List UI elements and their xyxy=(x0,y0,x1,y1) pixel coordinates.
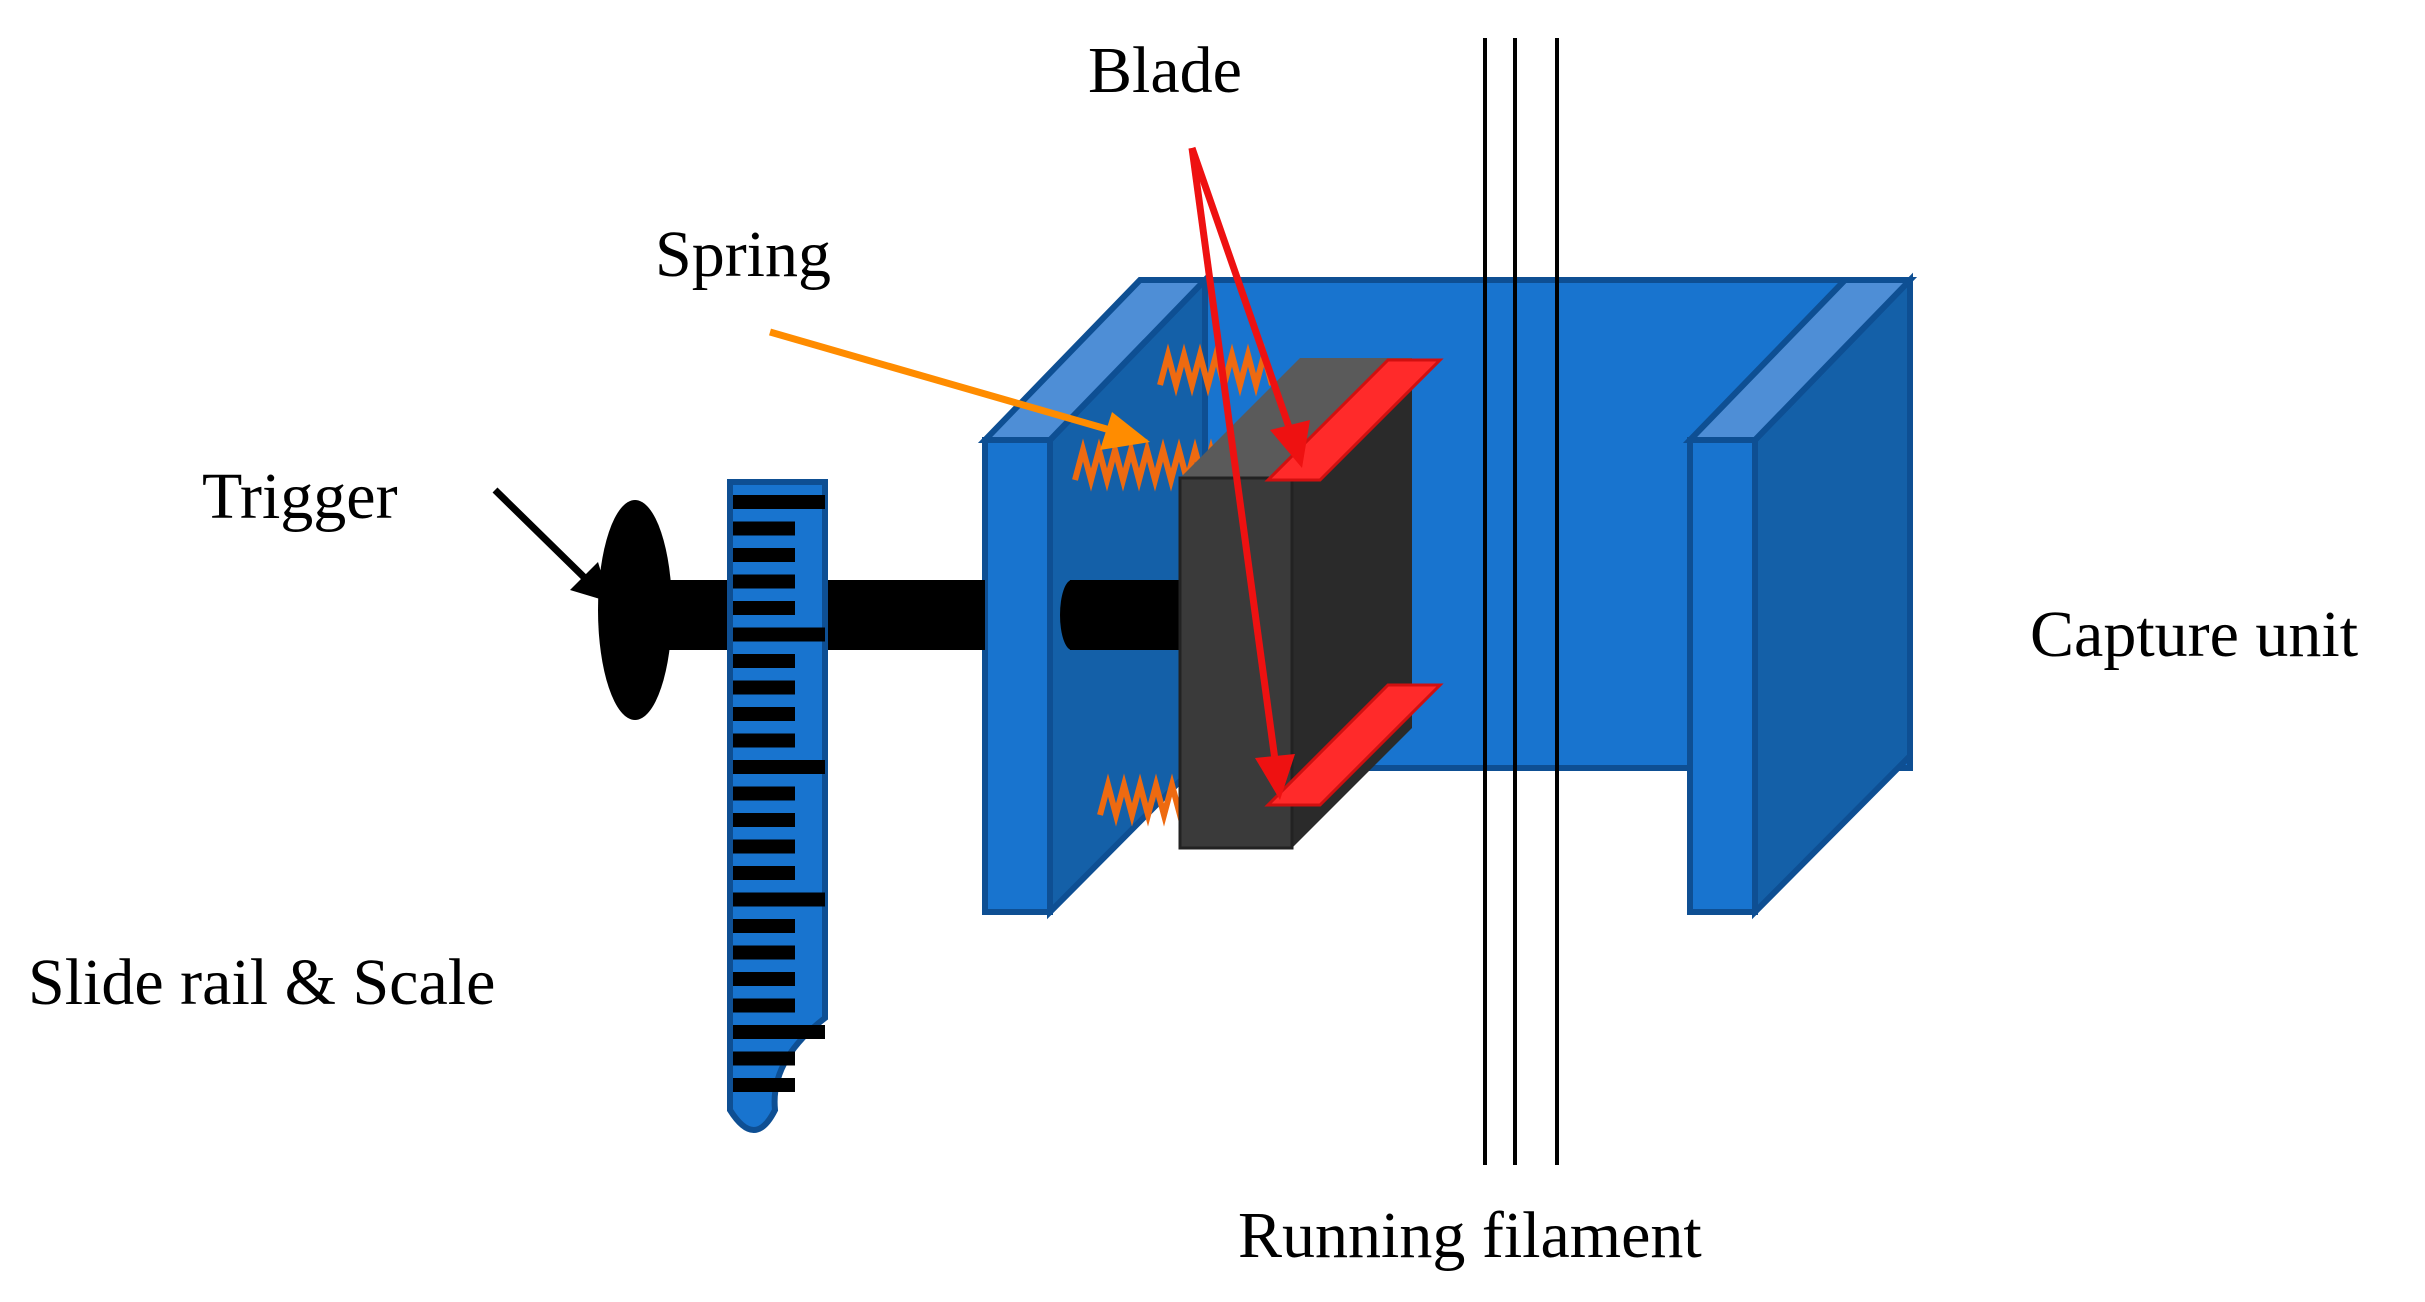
scale-minor-tick xyxy=(733,574,795,589)
label-running-filament: Running filament xyxy=(1238,1199,1702,1272)
scale-minor-tick xyxy=(733,733,795,748)
scale-minor-tick xyxy=(733,998,795,1013)
blade-bottom-icon xyxy=(1264,683,1444,807)
blade-arrow-top xyxy=(1188,146,1310,468)
scale-minor-tick xyxy=(733,601,795,615)
trigger-rod-inner xyxy=(1070,580,1185,650)
label-spring: Spring xyxy=(655,218,832,291)
scale-minor-tick xyxy=(733,972,795,986)
scale-minor-tick xyxy=(733,654,795,668)
label-trigger: Trigger xyxy=(202,460,398,533)
slide-rail-scale-ticks xyxy=(733,495,825,1092)
scale-minor-tick xyxy=(733,548,795,562)
scale-minor-tick xyxy=(733,866,795,880)
spring-coil-top xyxy=(1157,343,1275,397)
scale-minor-tick xyxy=(733,945,795,960)
scale-minor-tick xyxy=(733,786,795,801)
label-capture-unit: Capture unit xyxy=(2030,598,2359,671)
scale-minor-tick xyxy=(733,707,795,721)
scale-major-tick xyxy=(733,495,825,509)
blade-top-icon xyxy=(1264,358,1444,482)
label-blade: Blade xyxy=(1088,34,1242,107)
scale-major-tick xyxy=(733,627,825,642)
trigger-knob-icon xyxy=(598,500,672,720)
scale-minor-tick xyxy=(733,680,795,695)
blade-arrow-bottom xyxy=(1188,147,1295,800)
blade-block-top xyxy=(1180,358,1412,478)
trigger-arrow xyxy=(492,487,610,602)
scale-minor-tick xyxy=(733,521,795,536)
scale-minor-tick xyxy=(733,919,795,933)
scale-minor-tick xyxy=(733,813,795,827)
scale-minor-tick xyxy=(733,1078,795,1092)
blade-block-front xyxy=(1178,476,1294,850)
scale-major-tick xyxy=(733,760,825,774)
scale-minor-tick xyxy=(733,839,795,854)
spring-arrow xyxy=(769,328,1150,450)
scale-major-tick xyxy=(733,892,825,907)
trigger-rod-end-cap xyxy=(1060,580,1084,650)
label-slide-rail-scale: Slide rail & Scale xyxy=(28,946,496,1019)
capture-unit-right-wall-front xyxy=(1687,437,1758,915)
scale-major-tick xyxy=(733,1025,825,1039)
capture-unit-left-wall-front xyxy=(982,437,1053,915)
scale-minor-tick xyxy=(733,1051,795,1066)
